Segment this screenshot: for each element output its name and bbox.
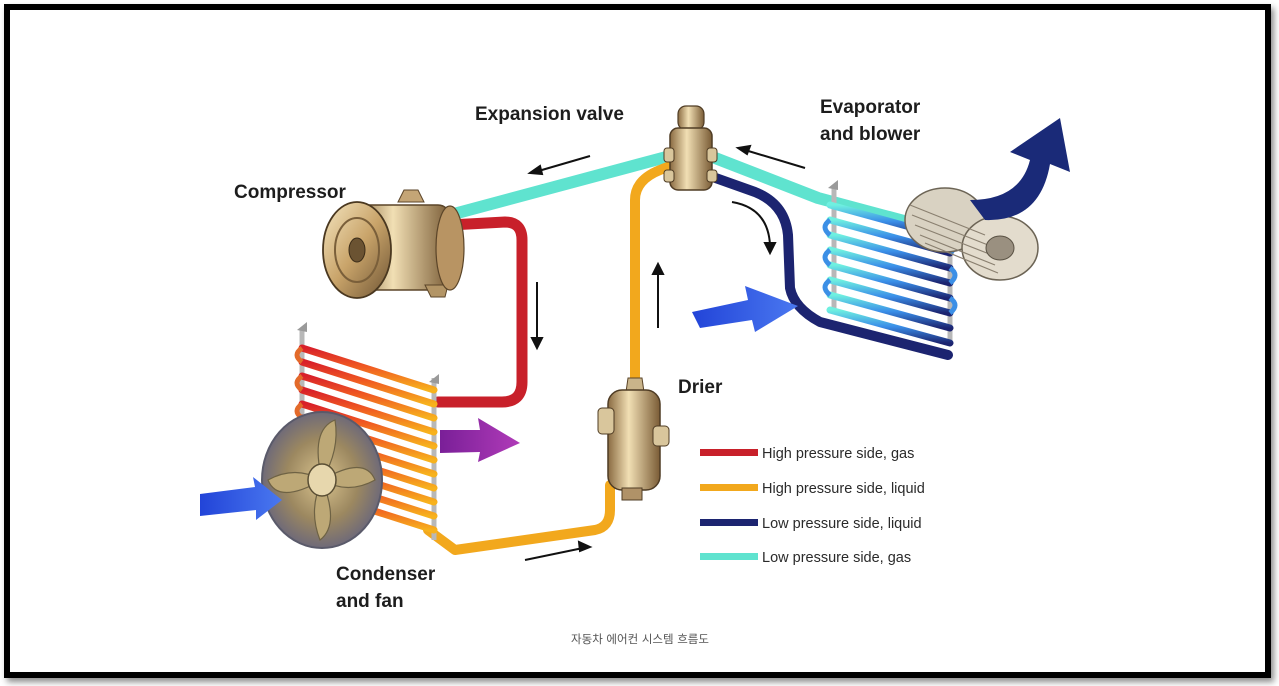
air-arrow-icon xyxy=(440,418,520,462)
condenser-label-line2: and fan xyxy=(336,591,404,612)
caption: 자동차 에어컨 시스템 흐름도 xyxy=(571,632,709,646)
legend-label: High pressure side, gas xyxy=(762,446,914,462)
blower-icon xyxy=(904,187,1039,281)
condenser-label-line1: Condenser xyxy=(336,564,436,585)
fan-icon xyxy=(261,411,383,549)
flow-arrow-icon xyxy=(527,155,591,176)
legend-item: High pressure side, gas xyxy=(700,446,914,462)
legend-swatch xyxy=(700,519,758,526)
low-pressure-gas-line xyxy=(444,150,951,238)
legend-label: High pressure side, liquid xyxy=(762,481,925,497)
legend-swatch xyxy=(700,553,758,560)
flow-arrow-icon xyxy=(735,144,806,169)
expansion-valve-icon xyxy=(663,105,718,191)
expansion-valve-label: Expansion valve xyxy=(475,104,624,125)
low-pressure-liquid-line xyxy=(705,171,953,360)
legend-label: Low pressure side, liquid xyxy=(762,516,922,532)
legend-label: Low pressure side, gas xyxy=(762,550,911,566)
evaporator-icon xyxy=(822,180,958,347)
legend: High pressure side, gas High pressure si… xyxy=(700,446,925,566)
air-arrow-icon xyxy=(692,286,798,332)
compressor-icon xyxy=(322,189,465,299)
legend-item: High pressure side, liquid xyxy=(700,481,925,497)
flow-arrow-icon xyxy=(524,540,593,561)
flow-arrow-icon xyxy=(651,261,665,328)
air-arrow-icon xyxy=(200,477,282,520)
legend-item: Low pressure side, liquid xyxy=(700,516,922,532)
flow-arrow-icon xyxy=(530,282,544,351)
legend-item: Low pressure side, gas xyxy=(700,550,911,566)
compressor-label: Compressor xyxy=(234,182,347,203)
ac-system-diagram: Expansion valve Evaporator and blower Co… xyxy=(200,97,1070,646)
evaporator-label-line2: and blower xyxy=(820,124,921,145)
legend-swatch xyxy=(700,484,758,491)
legend-swatch xyxy=(700,449,758,456)
drier-label: Drier xyxy=(678,377,723,398)
high-pressure-liquid-line xyxy=(423,161,675,555)
flow-arrow-icon xyxy=(731,201,777,256)
air-arrow-icon xyxy=(970,118,1070,221)
drier-icon xyxy=(597,377,670,501)
diagram-frame: Expansion valve Evaporator and blower Co… xyxy=(4,4,1271,678)
evaporator-label-line1: Evaporator xyxy=(820,97,921,118)
high-pressure-gas-line xyxy=(432,216,528,408)
